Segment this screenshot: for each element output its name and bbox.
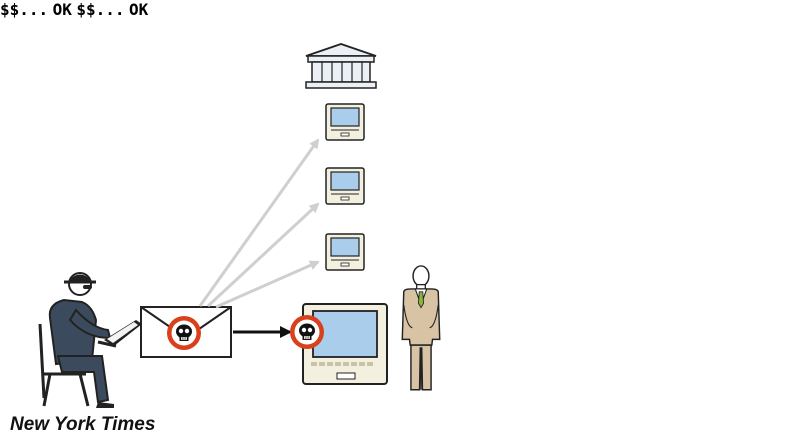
screen-line-2: OK xyxy=(128,0,149,19)
attacker-terminal: $$... OK xyxy=(76,0,149,19)
spread-arrows xyxy=(198,138,320,309)
businessman-figure xyxy=(401,265,441,391)
infected-envelope xyxy=(140,306,232,358)
screen-line-1: $$... xyxy=(76,0,125,19)
hacker-figure xyxy=(38,271,144,410)
computer-terminal-icon xyxy=(325,233,365,271)
skull-icon xyxy=(290,315,324,349)
screen-line-2: OK xyxy=(52,0,72,19)
bank-building-icon xyxy=(305,43,377,89)
screen-line-1: $$... xyxy=(0,0,49,19)
compromised-terminal: $$... OK xyxy=(0,0,76,19)
takeover-arrow: $$... OK xyxy=(10,0,155,435)
skull-icon xyxy=(167,316,201,350)
computer-terminal-icon xyxy=(325,167,365,205)
source-caption: New York Times xyxy=(10,414,156,435)
computer-terminal-icon xyxy=(325,103,365,141)
infected-terminal xyxy=(290,303,388,385)
